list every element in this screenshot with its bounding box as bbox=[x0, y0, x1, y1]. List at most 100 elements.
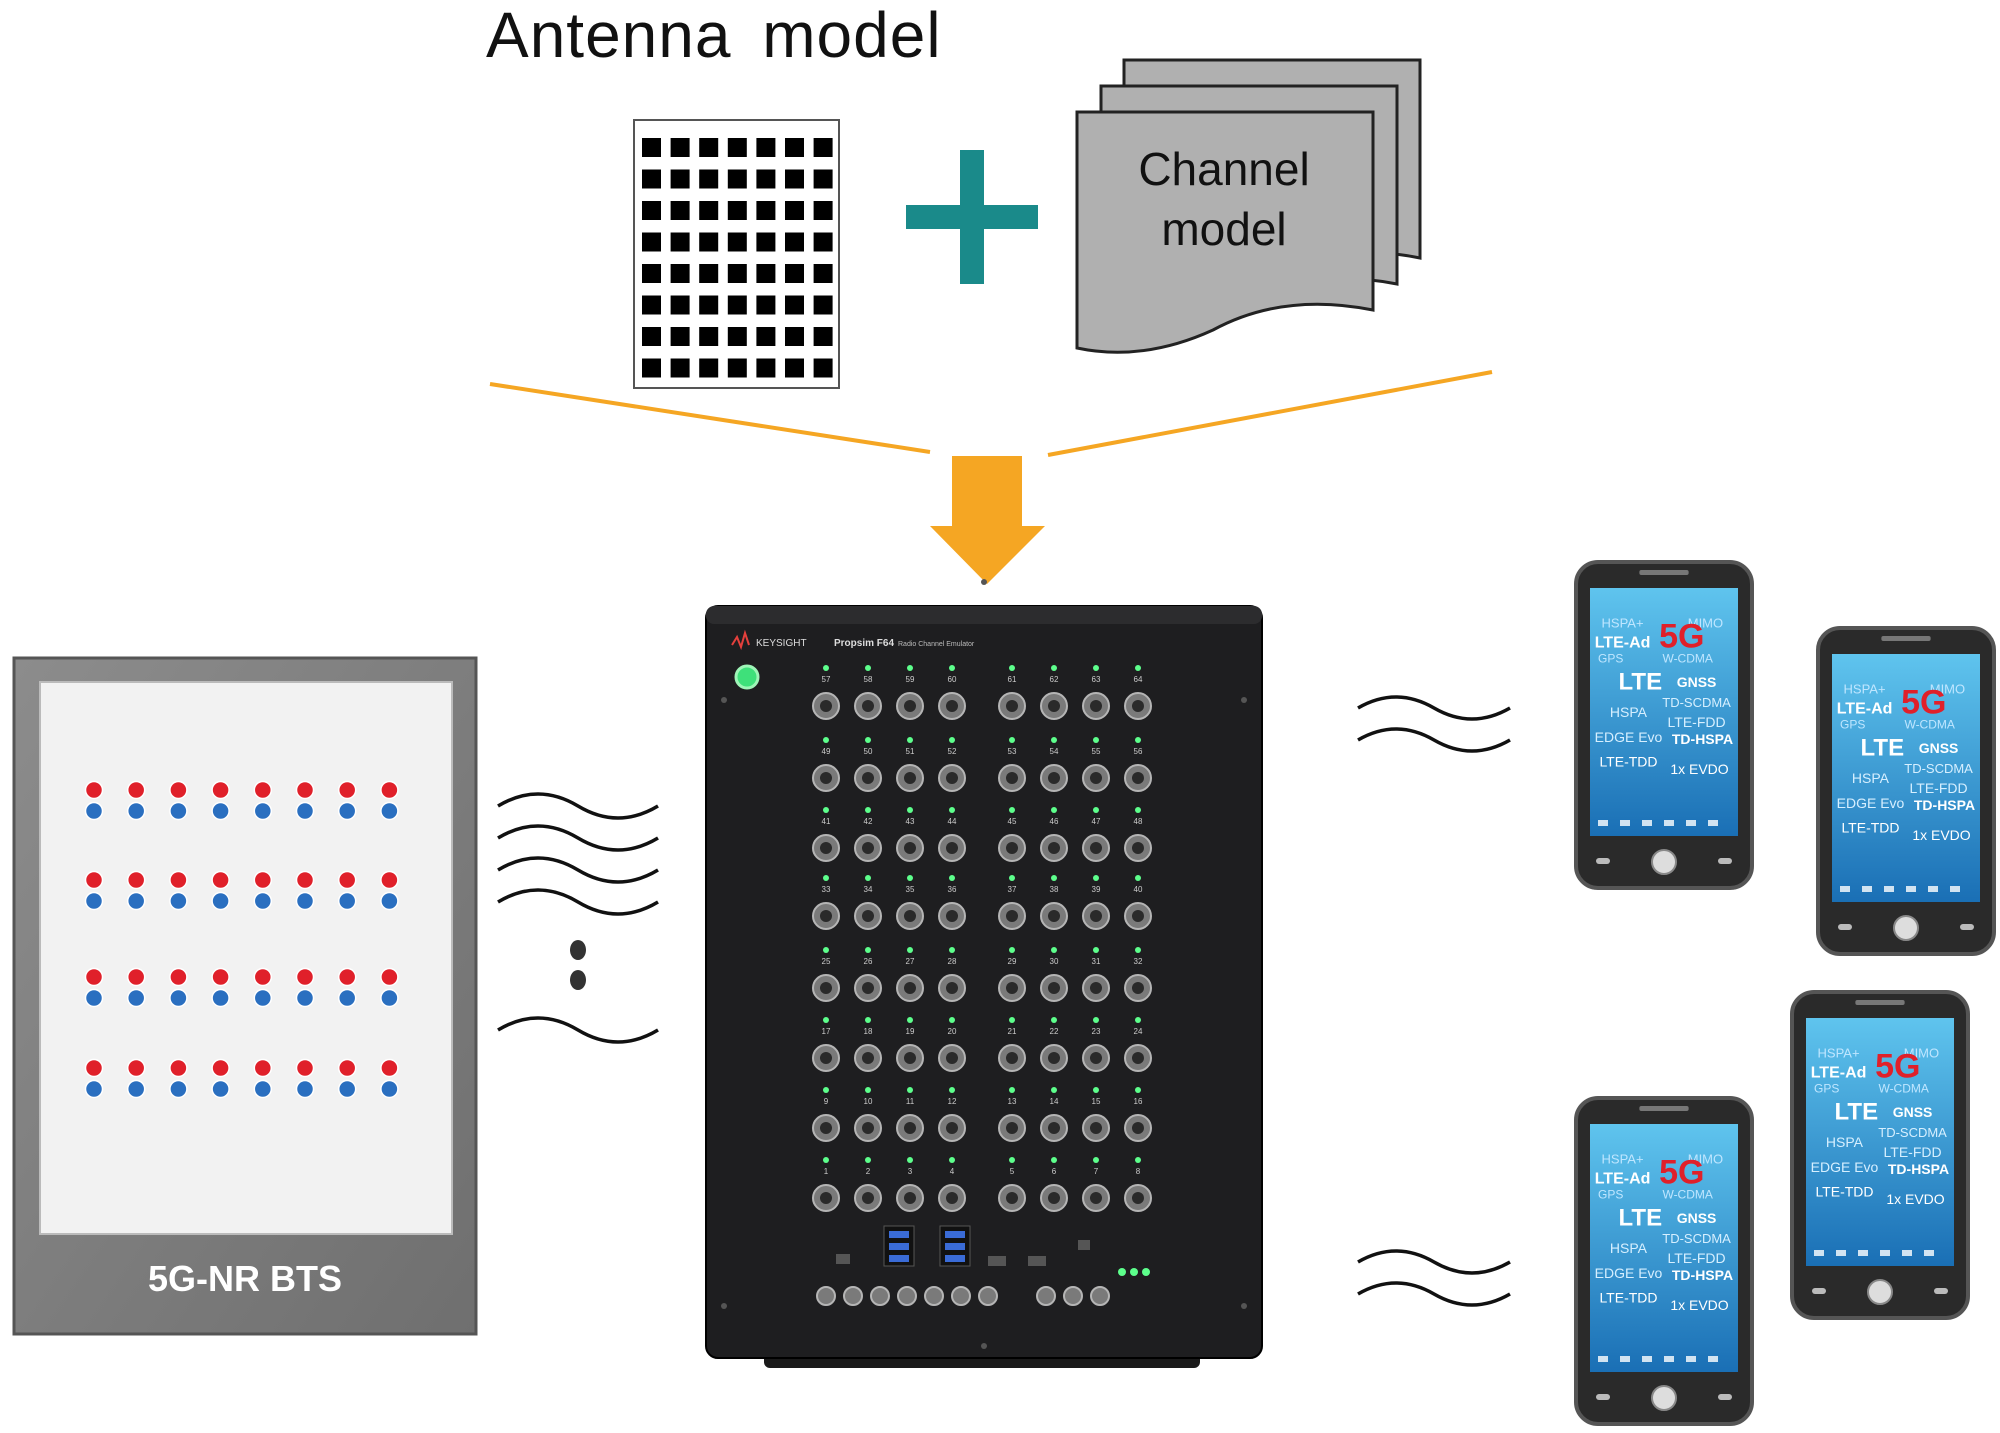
phone-tech-label: EDGE Evo bbox=[1595, 1265, 1663, 1281]
io-connector[interactable] bbox=[1036, 1286, 1056, 1306]
antenna-element bbox=[642, 295, 661, 315]
io-connector[interactable] bbox=[978, 1286, 998, 1306]
io-connector[interactable] bbox=[1063, 1286, 1083, 1306]
rf-connector-core bbox=[1132, 982, 1144, 994]
port-number: 27 bbox=[906, 957, 915, 966]
bts-antenna-dot-blue bbox=[380, 988, 399, 1008]
phone-5g-label: 5G bbox=[1659, 1154, 1704, 1192]
phone-end-key[interactable] bbox=[1960, 924, 1974, 930]
phone-app-icon bbox=[1880, 1250, 1890, 1256]
phone-call-key[interactable] bbox=[1812, 1288, 1826, 1294]
antenna-model-title: Antenna model bbox=[486, 0, 942, 71]
phone-tech-label: HSPA bbox=[1610, 1240, 1648, 1256]
phone-app-icon bbox=[1708, 820, 1718, 826]
usb-port[interactable] bbox=[945, 1243, 965, 1250]
port-led bbox=[823, 1087, 829, 1093]
port-led bbox=[865, 665, 871, 671]
phone-call-key[interactable] bbox=[1838, 924, 1852, 930]
antenna-element bbox=[727, 138, 747, 157]
usb-port[interactable] bbox=[945, 1255, 965, 1262]
antenna-element bbox=[727, 327, 747, 346]
rf-connector-core bbox=[862, 772, 874, 784]
phone-tech-label: MIMO bbox=[1904, 1046, 1939, 1061]
rf-connector-core bbox=[862, 982, 874, 994]
phone-tech-label: GPS bbox=[1598, 1187, 1623, 1201]
rf-connector-core bbox=[946, 1122, 958, 1134]
phone-end-key[interactable] bbox=[1718, 858, 1732, 864]
port-number: 57 bbox=[822, 675, 831, 684]
rf-connector-core bbox=[820, 1052, 832, 1064]
bts-antenna-dot-blue bbox=[253, 891, 273, 911]
port-number: 49 bbox=[822, 747, 831, 756]
phone-call-key[interactable] bbox=[1596, 1394, 1610, 1400]
usb-port[interactable] bbox=[889, 1231, 909, 1238]
port-led bbox=[1093, 737, 1099, 743]
rf-connector-core bbox=[1048, 1192, 1060, 1204]
antenna-array-frame bbox=[633, 119, 840, 389]
usb-port[interactable] bbox=[889, 1243, 909, 1250]
io-connector[interactable] bbox=[1090, 1286, 1110, 1306]
status-led bbox=[1118, 1268, 1126, 1276]
port-number: 26 bbox=[864, 957, 873, 966]
rf-connector-core bbox=[946, 700, 958, 712]
port-led bbox=[823, 1157, 829, 1163]
phone-app-icon bbox=[1950, 886, 1960, 892]
phone-app-icon bbox=[1664, 820, 1674, 826]
port-led bbox=[949, 1157, 955, 1163]
port-number: 8 bbox=[1136, 1167, 1141, 1176]
phone-call-key[interactable] bbox=[1596, 858, 1610, 864]
bts-label: 5G-NR BTS bbox=[148, 1258, 342, 1299]
phone-end-key[interactable] bbox=[1718, 1394, 1732, 1400]
antenna-element bbox=[813, 295, 833, 315]
phone-tech-label: LTE-Ad bbox=[1595, 1171, 1651, 1188]
port-led bbox=[1051, 665, 1057, 671]
antenna-element bbox=[727, 169, 747, 189]
antenna-element bbox=[785, 358, 804, 378]
phone-end-key[interactable] bbox=[1934, 1288, 1948, 1294]
bts-antenna-dot-red bbox=[211, 1058, 230, 1078]
chassis-screw bbox=[1241, 1303, 1247, 1309]
display-port[interactable] bbox=[988, 1256, 1006, 1266]
phone-home-button[interactable] bbox=[1651, 1385, 1677, 1411]
bts-antenna-dot-red bbox=[380, 870, 399, 890]
io-connector[interactable] bbox=[843, 1286, 863, 1306]
phone-home-button[interactable] bbox=[1893, 915, 1919, 941]
emulator-io-panel bbox=[721, 579, 1247, 1349]
phone-tech-label: LTE-TDD bbox=[1815, 1184, 1873, 1200]
antenna-element bbox=[699, 295, 719, 315]
bts-antenna-dot-blue bbox=[84, 891, 104, 911]
bts-antenna-dot-blue bbox=[126, 988, 146, 1008]
io-connector[interactable] bbox=[816, 1286, 836, 1306]
phone-home-button[interactable] bbox=[1867, 1279, 1893, 1305]
power-button[interactable] bbox=[734, 664, 760, 690]
usb-c-port[interactable] bbox=[1078, 1240, 1090, 1250]
antenna-element bbox=[727, 232, 747, 252]
antenna-element bbox=[670, 264, 690, 283]
io-connector[interactable] bbox=[897, 1286, 917, 1306]
port-led bbox=[1051, 807, 1057, 813]
usb-port[interactable] bbox=[945, 1231, 965, 1238]
plus-icon bbox=[906, 150, 1038, 284]
io-connector[interactable] bbox=[870, 1286, 890, 1306]
phone-screen bbox=[1590, 588, 1738, 836]
rf-connector-core bbox=[1048, 910, 1060, 922]
rf-connector-core bbox=[1006, 982, 1018, 994]
ethernet-port[interactable] bbox=[836, 1254, 850, 1264]
antenna-element bbox=[699, 169, 719, 189]
io-connector[interactable] bbox=[924, 1286, 944, 1306]
antenna-element bbox=[642, 232, 661, 252]
phone-home-button[interactable] bbox=[1651, 849, 1677, 875]
rf-connector-core bbox=[1048, 1052, 1060, 1064]
port-number: 34 bbox=[864, 885, 873, 894]
port-led bbox=[1135, 1017, 1141, 1023]
rf-connector-core bbox=[1132, 910, 1144, 922]
antenna-element bbox=[813, 232, 833, 252]
phone-tech-label: LTE-FDD bbox=[1668, 1250, 1726, 1266]
antenna-element bbox=[642, 201, 661, 220]
display-port[interactable] bbox=[1028, 1256, 1046, 1266]
io-connector[interactable] bbox=[951, 1286, 971, 1306]
port-number: 38 bbox=[1050, 885, 1059, 894]
usb-port[interactable] bbox=[889, 1255, 909, 1262]
